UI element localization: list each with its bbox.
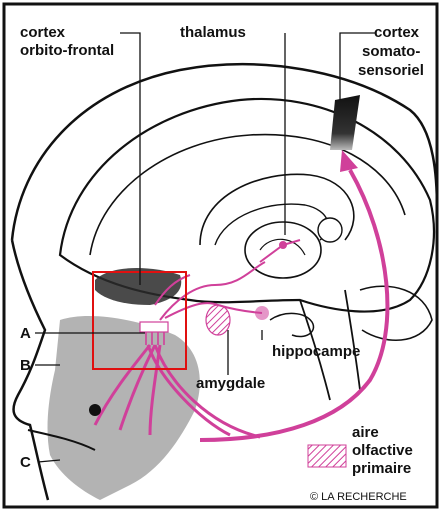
cerebellum [360, 286, 432, 340]
label-legend-2: olfactive [352, 442, 413, 459]
label-cortex-somato-3: sensoriel [358, 62, 424, 79]
label-marker-b: B [20, 357, 31, 374]
pineal-region [318, 218, 342, 242]
brainstem-back [345, 290, 360, 390]
skull-outline [12, 64, 437, 240]
label-credit: © LA RECHERCHE [310, 491, 407, 503]
olfactory-bulb [140, 322, 168, 332]
label-amygdale: amygdale [196, 375, 265, 392]
label-hippocampe: hippocampe [272, 343, 360, 360]
label-cortex-somato-1: cortex [374, 24, 420, 41]
label-cortex-somato-2: somato- [362, 43, 420, 60]
amygdala-shape [206, 305, 230, 335]
somatosensory-cortex-region [330, 95, 360, 150]
label-cortex-orbito-1: cortex [20, 24, 66, 41]
nasal-cavity-shading [48, 316, 200, 500]
label-legend-1: aire [352, 424, 379, 441]
label-cortex-orbito-2: orbito-frontal [20, 42, 114, 59]
hippocampus-shape [270, 313, 314, 336]
label-thalamus: thalamus [180, 24, 246, 41]
ascending-pathway-arc [200, 170, 387, 440]
thalamus-shape [245, 222, 321, 278]
brain-contour-1 [90, 135, 405, 255]
label-marker-a: A [20, 325, 31, 342]
legend-swatch [308, 445, 346, 467]
label-marker-c: C [20, 454, 31, 471]
label-legend-3: primaire [352, 460, 411, 477]
orbitofrontal-cortex-region [95, 268, 181, 305]
marker-c-dot [89, 404, 101, 416]
